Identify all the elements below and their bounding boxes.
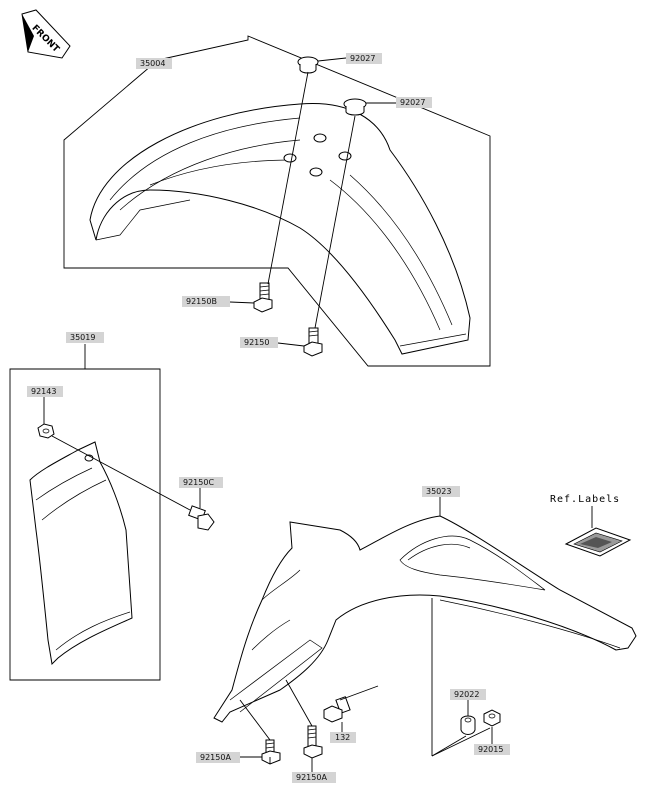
ref-labels-group: Ref.Labels	[550, 494, 632, 557]
front-arrow-badge: FRONT	[21, 9, 71, 59]
bolt-92150c	[188, 505, 215, 531]
callout-35004: 35004	[136, 58, 172, 69]
bolt-92150	[303, 327, 323, 357]
callout-92022: 92022	[450, 689, 486, 700]
callout-text: 132	[335, 733, 350, 742]
callout-text: 35004	[140, 59, 165, 68]
callout-text: 92150A	[200, 753, 231, 762]
callout-92027-b: 92027	[396, 97, 432, 108]
callout-92027-a: 92027	[346, 53, 382, 64]
bolt-92150a-right	[303, 725, 323, 759]
callout-92015: 92015	[474, 744, 510, 755]
callout-92150c: 92150C	[179, 477, 223, 488]
collar-92022	[460, 715, 476, 735]
callout-text: 92015	[478, 745, 503, 754]
ref-labels-title: Ref.Labels	[550, 494, 620, 505]
callout-92150b: 92150B	[182, 296, 230, 307]
nut-92143	[37, 423, 55, 439]
rear-fender-group	[213, 497, 637, 772]
callout-92150a-right: 92150A	[292, 772, 336, 783]
callout-35019: 35019	[66, 332, 104, 343]
label-sticker	[564, 527, 632, 557]
front-fender-group	[63, 35, 491, 367]
callout-text: 35019	[70, 333, 95, 342]
callout-text: 92143	[31, 387, 56, 396]
callout-text: 92150A	[296, 773, 327, 782]
callout-132: 132	[330, 732, 356, 743]
callout-92150a-left: 92150A	[196, 752, 240, 763]
mud-flap-group	[9, 344, 215, 681]
nut-92015	[483, 709, 501, 727]
callout-text: 92027	[350, 54, 375, 63]
callout-text: 92150B	[186, 297, 217, 306]
callout-text: 92022	[454, 690, 479, 699]
bolt-92150b	[253, 282, 273, 313]
callout-text: 92027	[400, 98, 425, 107]
callout-text: 35023	[426, 487, 451, 496]
callout-92150: 92150	[240, 337, 278, 348]
callout-92143: 92143	[27, 386, 63, 397]
grommet-92027-a	[297, 56, 319, 74]
bolt-132	[323, 696, 351, 723]
callout-text: 92150	[244, 338, 269, 347]
grommet-92027-b	[343, 98, 367, 116]
bolt-92150a-left	[261, 739, 281, 765]
callout-text: 92150C	[183, 478, 214, 487]
callout-35023: 35023	[422, 486, 460, 497]
